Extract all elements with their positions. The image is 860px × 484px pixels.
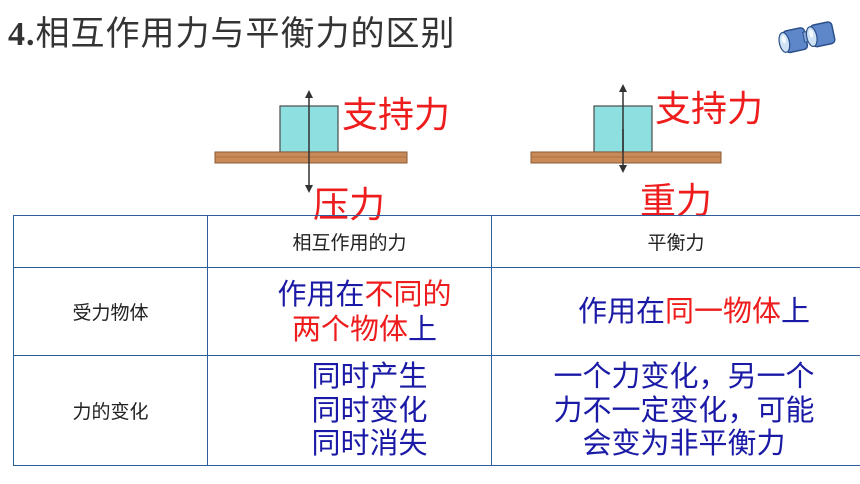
table-row-receiving-object: 受力物体 作用在不同的 两个物体上 作用在同一物体上 — [13, 267, 860, 356]
balance-change-line-3: 会变为非平衡力 — [582, 426, 786, 461]
comparison-table: 相互作用的力 平衡力 受力物体 作用在不同的 两个物体上 作用在同一物体上 力的… — [13, 215, 860, 466]
row-label-force-change: 力的变化 — [13, 355, 208, 466]
table-header-row: 相互作用的力 平衡力 — [13, 215, 860, 268]
title-text: 相互作用力与平衡力的区别 — [35, 14, 456, 54]
header-mutual-force: 相互作用的力 — [207, 215, 492, 268]
cell-mutual-force-change: 同时产生 同时变化 同时消失 — [207, 355, 492, 466]
mutual-change-line-3: 同时消失 — [311, 426, 428, 461]
mutual-change-line-1: 同时产生 — [311, 358, 428, 393]
cell-balance-receiving-object: 作用在同一物体上 — [491, 267, 860, 356]
header-empty-cell — [13, 215, 208, 268]
mutual-change-line-2: 同时变化 — [311, 392, 428, 427]
cell-mutual-receiving-object: 作用在不同的 两个物体上 — [207, 267, 492, 356]
left-force-diagram — [214, 90, 408, 193]
mutual-line-2: 两个物体上 — [291, 311, 438, 346]
right-force-diagram — [530, 84, 722, 173]
table-row-force-change: 力的变化 同时产生 同时变化 同时消失 一个力变化，另一个 力不一定变化，可能 … — [13, 355, 860, 466]
cell-balance-force-change: 一个力变化，另一个 力不一定变化，可能 会变为非平衡力 — [491, 355, 860, 466]
title-number: 4. — [8, 16, 36, 53]
page-title: 4.相互作用力与平衡力的区别 — [8, 6, 456, 55]
binoculars-icon[interactable] — [776, 16, 844, 60]
header-balanced-force: 平衡力 — [491, 215, 860, 268]
row-label-receiving-object: 受力物体 — [13, 267, 208, 356]
mutual-line-1: 作用在不同的 — [277, 276, 452, 311]
left-support-label: 支持力 — [342, 95, 451, 136]
balance-change-line-2: 力不一定变化，可能 — [553, 392, 815, 427]
balance-change-line-1: 一个力变化，另一个 — [553, 358, 815, 393]
right-support-label: 支持力 — [655, 89, 764, 130]
